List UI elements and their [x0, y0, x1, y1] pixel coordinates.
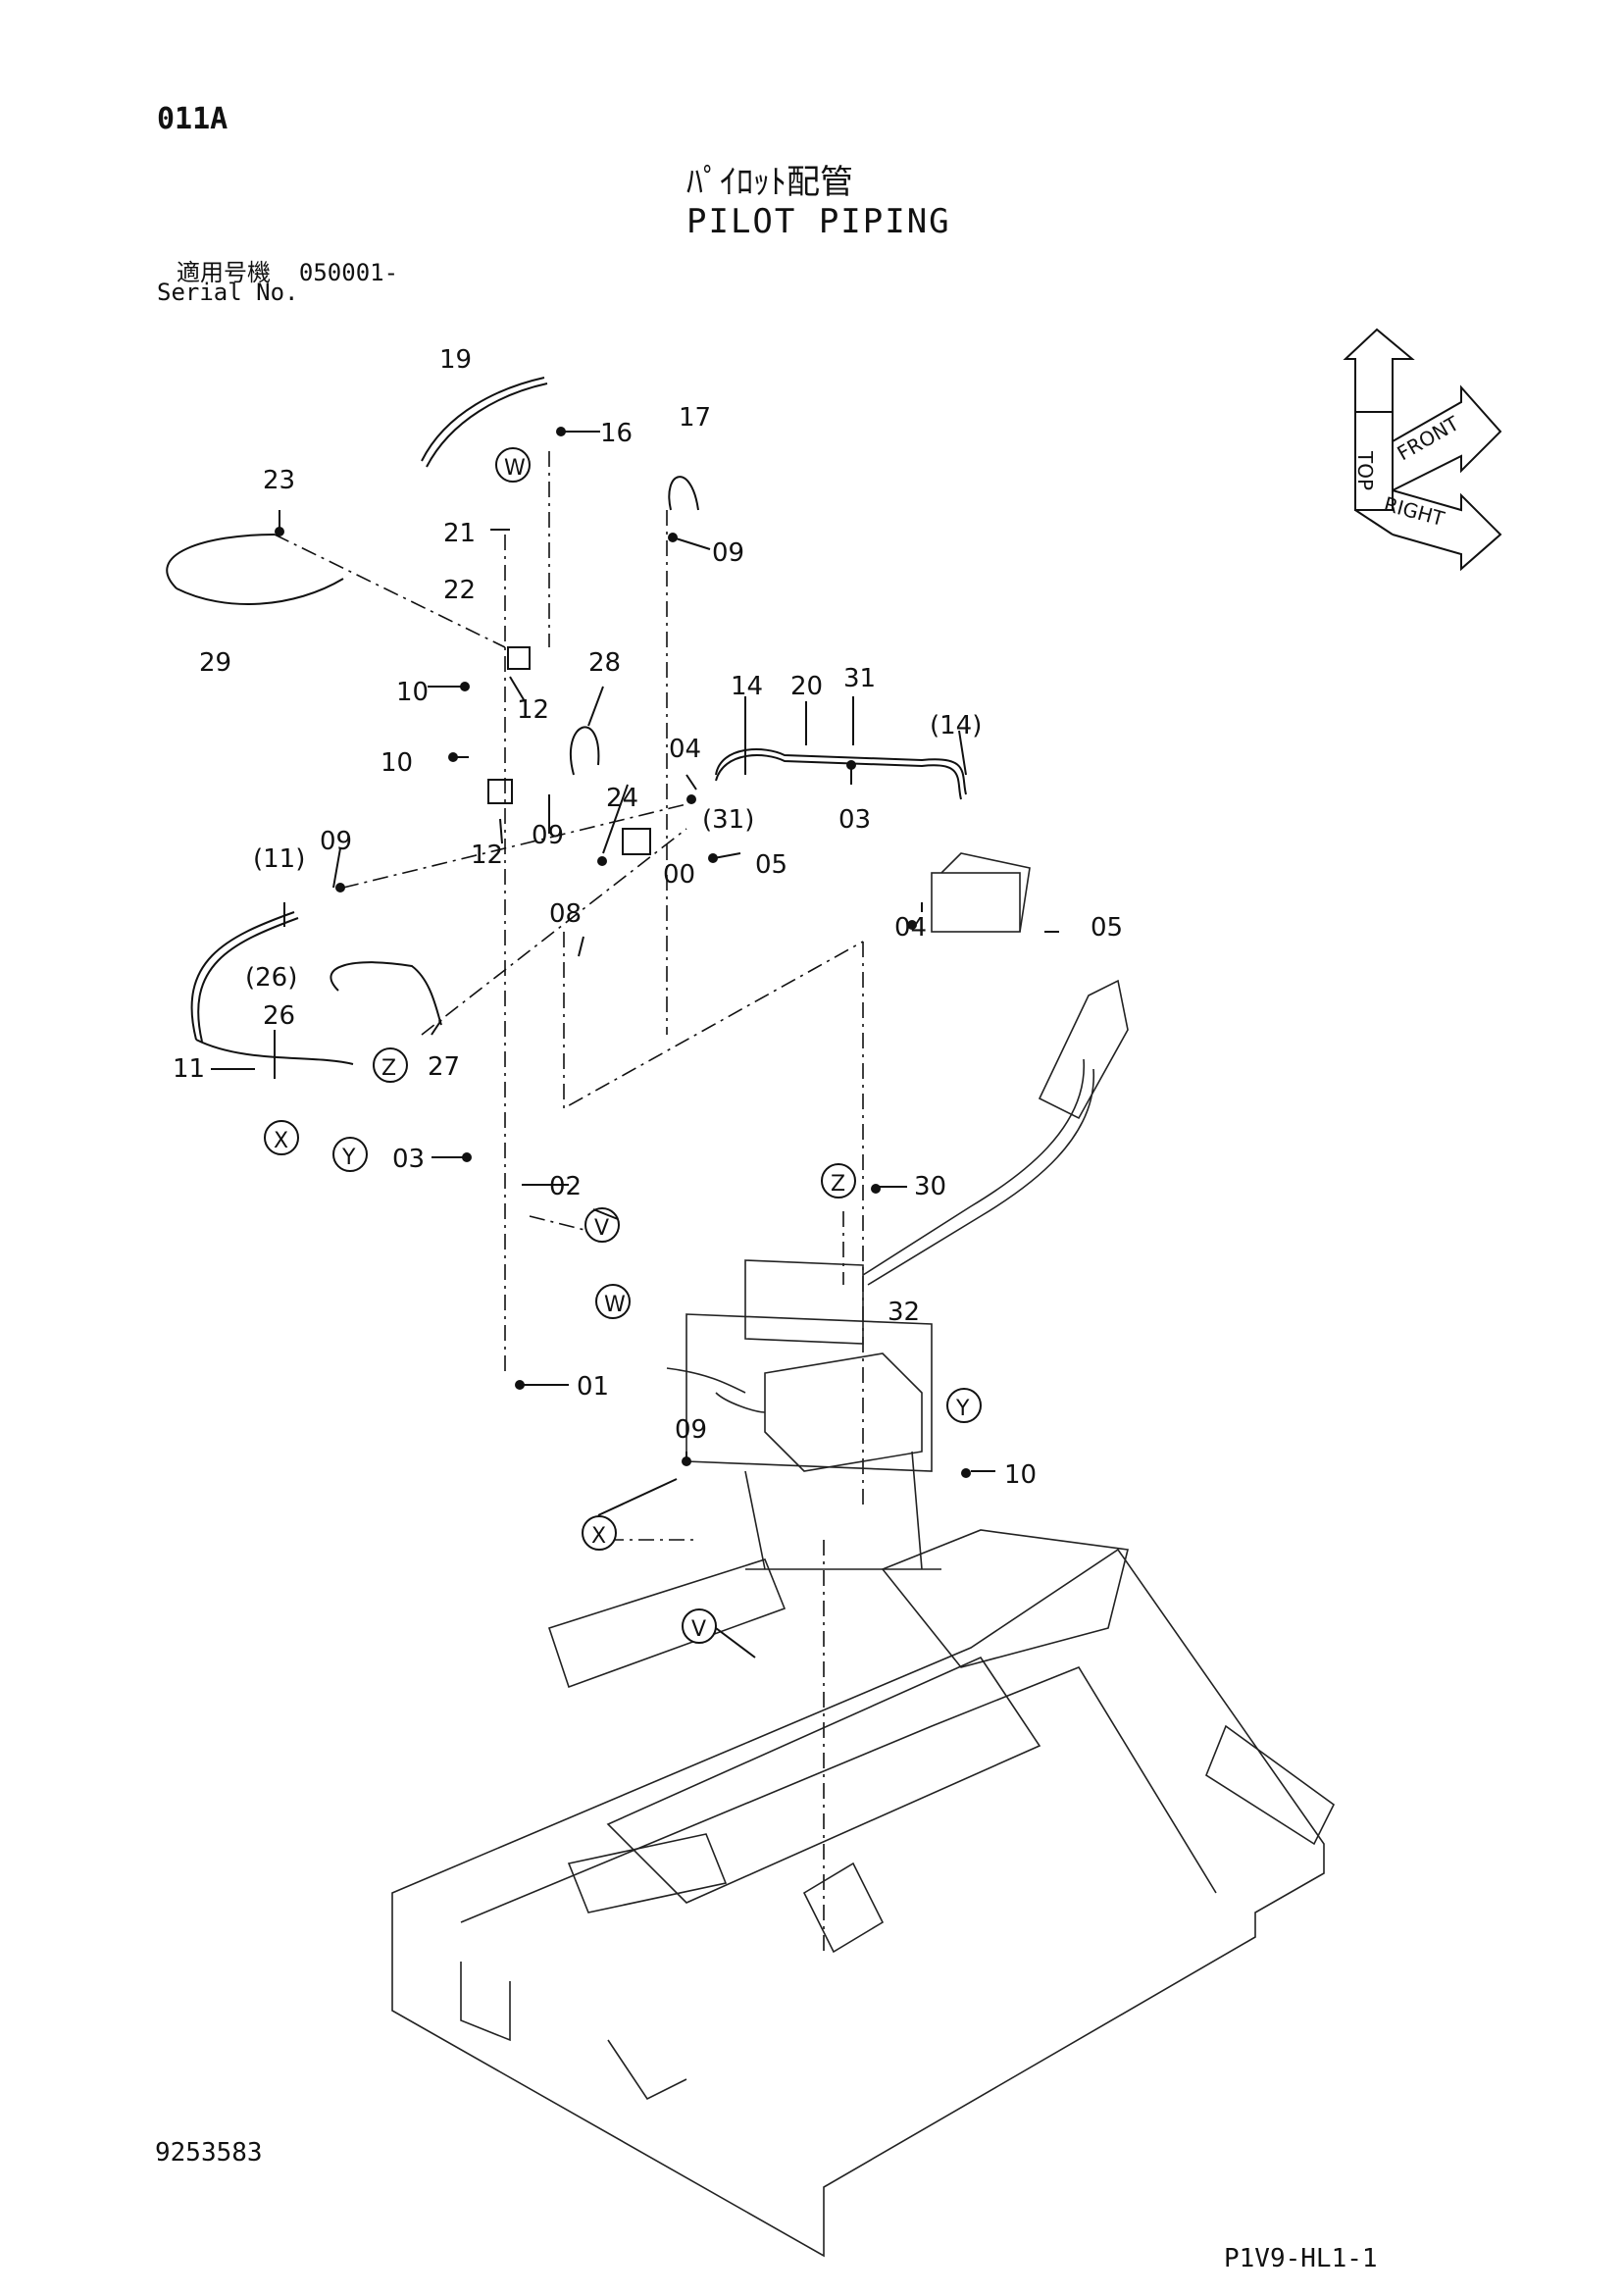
orientation-indicator: TOP FRONT RIGHT	[1343, 328, 1502, 572]
control-valve-assembly	[666, 852, 1129, 1570]
callout: 09	[320, 827, 352, 856]
callout: Z	[381, 1056, 396, 1081]
callout: 01	[577, 1372, 609, 1402]
callout: 12	[471, 841, 503, 870]
orientation-label-front: FRONT	[1394, 411, 1464, 465]
callout: 08	[549, 899, 582, 929]
orientation-label-top: TOP	[1353, 450, 1377, 490]
callout: 24	[606, 784, 638, 813]
callout: 32	[888, 1298, 920, 1327]
page-title: PILOT PIPING	[686, 202, 951, 241]
callout: 09	[532, 821, 564, 850]
callout: 28	[588, 648, 621, 678]
callout: 10	[1004, 1460, 1037, 1490]
fitting-markers	[275, 427, 971, 1478]
callout: Z	[831, 1172, 845, 1197]
callout: 10	[381, 748, 413, 778]
callout: 26	[263, 1001, 295, 1031]
callout-circles	[264, 447, 982, 1644]
callout: 22	[443, 576, 476, 605]
callout: 05	[1091, 913, 1123, 943]
serial-value: 050001-	[298, 259, 399, 286]
callout-labels: 19 16 W 17 09 23 21 22 29 10 12 28 14 20…	[173, 345, 1123, 1642]
serial-label: Serial No.	[157, 279, 299, 306]
callout: 00	[663, 860, 695, 890]
assembly-lines	[274, 451, 864, 1952]
callout: 31	[843, 664, 876, 693]
callout: 23	[263, 466, 295, 495]
page-code: 011A	[157, 102, 228, 136]
callout: 21	[443, 519, 476, 548]
callout: 12	[517, 695, 549, 725]
callout: 03	[392, 1145, 425, 1174]
callout: (31)	[702, 805, 754, 835]
callout: X	[274, 1129, 288, 1153]
upper-frame-structure	[391, 1529, 1336, 2258]
callout: V	[691, 1617, 706, 1642]
callout: Y	[955, 1397, 970, 1421]
callout: Y	[341, 1146, 356, 1170]
callout: 16	[600, 419, 633, 448]
page-title-japanese: ﾊﾟｲﾛｯﾄ配管	[686, 163, 853, 202]
callout: (11)	[253, 844, 305, 874]
callout: 14	[731, 672, 763, 701]
serial-line: 適用号機 050001-	[177, 253, 398, 287]
callout: W	[604, 1293, 626, 1317]
callout: 04	[669, 735, 701, 764]
callout: 09	[675, 1415, 707, 1445]
orientation-label-right: RIGHT	[1382, 492, 1447, 532]
callout: 03	[838, 805, 871, 835]
callout: 11	[173, 1054, 205, 1084]
callout: W	[504, 456, 526, 481]
callout: 27	[428, 1052, 460, 1082]
callout: 02	[549, 1172, 582, 1201]
callout: (14)	[930, 711, 982, 740]
callout: 29	[199, 648, 231, 678]
callout: 20	[790, 672, 823, 701]
sheet-code: P1V9-HL1-1	[1224, 2244, 1378, 2273]
leader-lines	[211, 431, 1059, 1658]
serial-label-japanese: 適用号機	[177, 259, 271, 286]
callout: 17	[679, 403, 711, 433]
callout: 10	[396, 678, 429, 707]
drawing-number: 9253583	[155, 2138, 263, 2168]
callout: (26)	[245, 963, 297, 993]
callout: X	[591, 1524, 606, 1549]
callout: 04	[894, 913, 927, 943]
callout: 09	[712, 538, 744, 568]
callout: 05	[755, 850, 787, 880]
callout: 19	[439, 345, 472, 375]
callout: 30	[914, 1172, 946, 1201]
callout: V	[594, 1216, 609, 1241]
